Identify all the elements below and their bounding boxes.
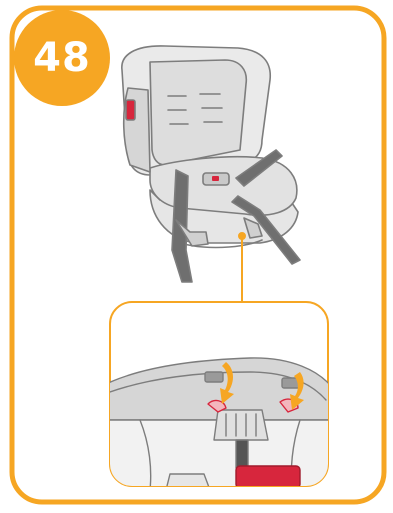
car-seat-illustration [122,46,300,282]
step-number: 48 [14,10,110,106]
detail-inset [106,302,334,490]
